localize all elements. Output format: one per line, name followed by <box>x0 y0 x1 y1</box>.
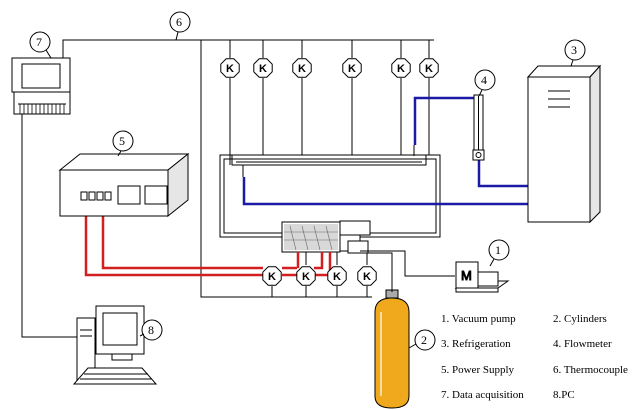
desktop-pc <box>72 305 158 385</box>
flowmeter <box>472 94 485 161</box>
legend: 1. Vacuum pump 2. Cylinders 3. Refrigera… <box>441 313 628 401</box>
power-supply-unit <box>58 152 190 218</box>
k-label: K <box>363 271 371 283</box>
legend-item-3: 3. Refrigeration <box>441 338 511 350</box>
k-label: K <box>226 63 234 75</box>
legend-item-8: 8.PC <box>553 389 575 401</box>
callout-1: 1 <box>488 239 510 267</box>
svg-text:4: 4 <box>481 73 487 87</box>
svg-text:7: 7 <box>36 35 42 49</box>
thermocouple-gauge-k-icon: K <box>391 58 411 78</box>
callouts: 7 6 3 4 5 1 2 8 <box>29 11 586 351</box>
thermocouple-gauge-k-icon: K <box>327 266 347 286</box>
k-label: K <box>298 63 306 75</box>
refrigeration-unit <box>526 64 602 224</box>
legend-item-5: 5. Power Supply <box>441 364 515 376</box>
svg-text:5: 5 <box>119 134 125 148</box>
data-acquisition-unit <box>11 57 71 115</box>
k-label: K <box>348 63 356 75</box>
k-label: K <box>397 63 405 75</box>
legend-item-4: 4. Flowmeter <box>553 338 612 350</box>
k-label: K <box>302 271 310 283</box>
thermocouple-gauge-k-icon: K <box>357 266 377 286</box>
svg-text:3: 3 <box>571 43 577 57</box>
thermocouple-gauge-k-icon: K <box>342 58 362 78</box>
vacuum-pump: M <box>454 261 510 293</box>
callout-7: 7 <box>29 31 52 59</box>
svg-text:6: 6 <box>176 15 182 29</box>
k-label: K <box>333 271 341 283</box>
thermocouple-gauge-k-icon: K <box>292 58 312 78</box>
motor-label: M <box>461 268 472 283</box>
thermocouple-gauge-k-icon: K <box>220 58 240 78</box>
k-label: K <box>268 271 276 283</box>
svg-text:2: 2 <box>421 333 427 347</box>
callout-4: 4 <box>474 69 496 97</box>
callout-6: 6 <box>169 11 191 41</box>
k-label: K <box>425 63 433 75</box>
svg-text:1: 1 <box>495 243 501 257</box>
legend-item-6: 6. Thermocouple <box>553 364 628 376</box>
thermocouple-gauge-k-icon: K <box>296 266 316 286</box>
callout-3: 3 <box>564 39 586 67</box>
thermocouple-wiring <box>21 39 434 338</box>
callout-2: 2 <box>408 329 436 351</box>
legend-item-1: 1. Vacuum pump <box>441 313 516 325</box>
thermocouple-gauge-k-icon: K <box>262 266 282 286</box>
k-label: K <box>259 63 267 75</box>
thermocouple-gauge-k-icon: K <box>419 58 439 78</box>
svg-text:8: 8 <box>148 323 154 337</box>
k-gauges: K K K K K K K K K K <box>220 58 439 286</box>
thermocouple-gauge-k-icon: K <box>253 58 273 78</box>
callout-8: 8 <box>139 319 163 341</box>
gas-cylinder <box>374 286 410 409</box>
legend-item-2: 2. Cylinders <box>553 313 607 325</box>
refrigerant-loop <box>242 96 530 206</box>
cold-block <box>284 224 338 251</box>
legend-item-7: 7. Data acquisition <box>441 389 524 401</box>
power-leads <box>84 203 332 277</box>
callout-5: 5 <box>112 130 134 157</box>
